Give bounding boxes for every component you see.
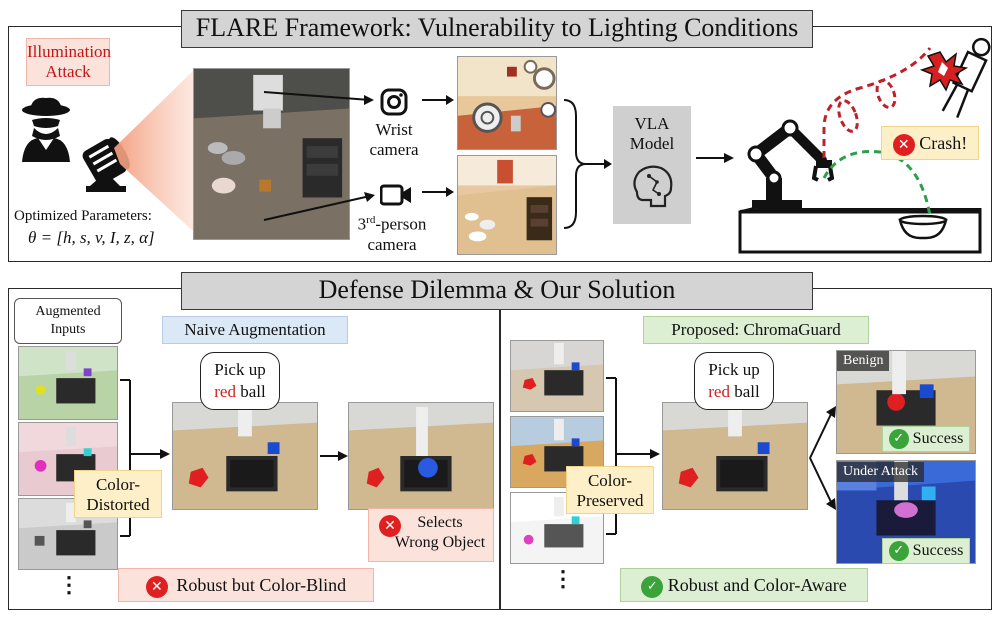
under-attack-label: Under Attack [837,462,925,482]
robot-scene [738,37,991,254]
ball-word: ball [729,382,760,401]
naive-arrow [320,451,348,461]
photo-to-camera-arrows [263,91,375,221]
instruction-line: red ball [695,381,773,403]
illumination-attack-label: Illumination Attack [26,38,111,86]
vla-model-box: VLA Model [613,106,691,224]
naive-augmentation-label: Naive Augmentation [162,316,348,344]
ellipsis-right: ⋮ [552,566,574,591]
augmented-inputs-label: Augmented Inputs [14,298,122,344]
left-bracket [120,379,170,537]
robust-color-blind-label: ✕ Robust but Color-Blind [118,568,374,602]
crash-text: Crash! [919,133,968,153]
selects-wrong-object-label: ✕ Selects Wrong Object [368,508,494,562]
robust-aware-text: Robust and Color-Aware [667,575,847,595]
right-bracket [606,377,660,535]
robust-blind-text: Robust but Color-Blind [176,575,347,595]
success-text: Success [912,430,964,447]
check-circle-icon: ✓ [888,429,909,450]
naive-instruction-bubble: Pick up red ball [200,352,280,410]
pick-up-text: Pick up [708,360,760,379]
attack-success-label: ✓ Success [882,538,970,564]
naive-scene-photo [172,402,318,510]
check-circle-icon: ✓ [641,575,664,598]
brain-icon [627,162,677,212]
ellipsis-left: ⋮ [58,572,80,597]
pick-up-text: Pick up [214,360,266,379]
preserved-image-1 [510,340,604,412]
proposed-instruction-bubble: Pick up red ball [694,352,774,410]
bottom-title: Defense Dilemma & Our Solution [181,272,813,310]
success-text: Success [912,542,964,559]
third-person-image [457,155,557,255]
instagram-camera-icon [380,88,408,116]
x-circle-icon: ✕ [379,515,401,537]
naive-result-photo [348,402,494,510]
camera-to-image-arrows [422,95,454,197]
third-person-camera-label: 3rd-person camera [352,210,432,255]
video-camera-icon [379,184,412,206]
third-suffix: -person camera [367,214,427,254]
instruction-line: red ball [201,381,279,403]
check-circle-icon: ✓ [888,541,909,562]
robust-color-aware-label: ✓ Robust and Color-Aware [620,568,868,602]
third-sup: rd [366,214,376,226]
spy-icon [16,96,76,162]
wrist-camera-image [457,56,557,150]
params-label: Optimized Parameters: [14,208,152,224]
red-word: red [708,382,730,401]
params-formula: θ = [h, s, v, I, z, α] [28,228,155,247]
top-title: FLARE Framework: Vulnerability to Lighti… [181,10,813,48]
benign-label: Benign [837,351,890,371]
proposed-scene-photo [662,402,808,510]
bottom-divider [499,306,501,610]
third-prefix: 3 [357,214,367,234]
benign-success-label: ✓ Success [882,426,970,452]
split-arrows [809,406,836,510]
x-circle-icon: ✕ [892,133,915,156]
red-word: red [214,382,236,401]
vla-to-robot-arrow [696,153,734,163]
wrist-camera-label: Wrist camera [369,120,419,159]
color-preserved-label: Color- Preserved [566,466,654,514]
x-circle-icon: ✕ [145,575,168,598]
vla-model-label: VLA Model [629,114,675,153]
proposed-chromaguard-label: Proposed: ChromaGuard [643,316,869,344]
crash-label: ✕ Crash! [881,126,979,160]
color-distorted-label: Color- Distorted [74,470,162,518]
ball-word: ball [235,382,266,401]
light-cone [114,70,194,232]
merge-bracket [563,99,612,229]
selects-wrong-text: Selects Wrong Object [394,514,486,551]
augmented-image-green [18,346,118,420]
